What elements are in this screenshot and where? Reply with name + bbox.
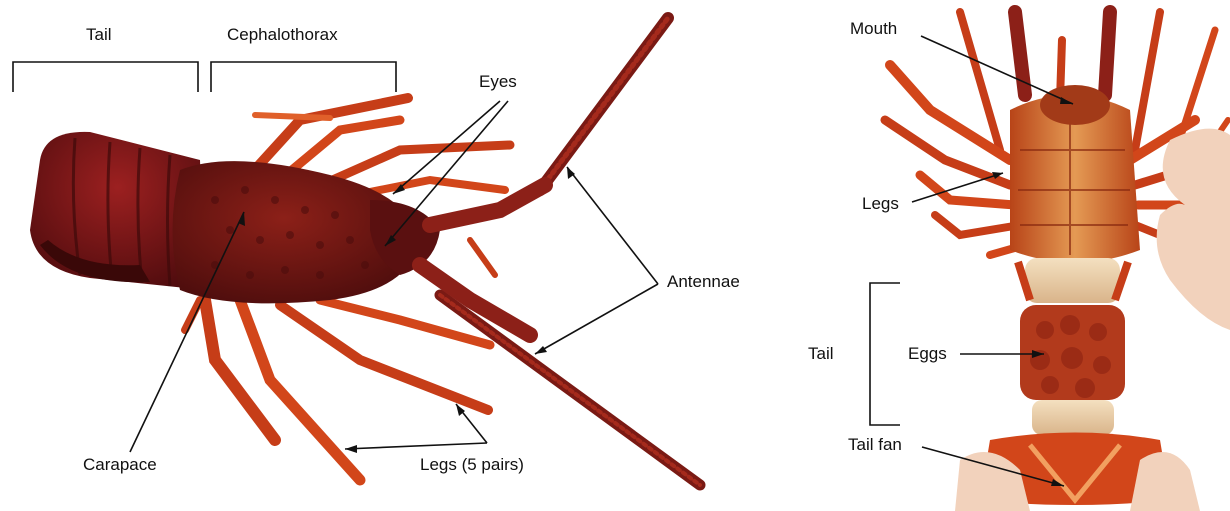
label-eggs: Eggs bbox=[908, 344, 947, 364]
label-tail-fan: Tail fan bbox=[848, 435, 902, 455]
tail-right-bracket bbox=[870, 283, 900, 425]
label-eyes: Eyes bbox=[479, 72, 517, 92]
cephalothorax-bracket bbox=[211, 62, 396, 92]
label-mouth: Mouth bbox=[850, 19, 897, 39]
lobster-top-view bbox=[30, 18, 700, 485]
antennae-pointer-2 bbox=[535, 284, 658, 354]
label-tail: Tail bbox=[86, 25, 112, 45]
label-cephalothorax: Cephalothorax bbox=[227, 25, 338, 45]
mouth-pointer bbox=[921, 36, 1073, 104]
label-carapace: Carapace bbox=[83, 455, 157, 475]
tail-bracket bbox=[13, 62, 198, 92]
lobster-underside-view bbox=[885, 12, 1230, 511]
legs-pointer-2 bbox=[345, 443, 487, 449]
label-legs-5-pairs: Legs (5 pairs) bbox=[420, 455, 524, 475]
label-antennae: Antennae bbox=[667, 272, 740, 292]
label-tail-right: Tail bbox=[808, 344, 834, 364]
label-legs: Legs bbox=[862, 194, 899, 214]
antennae-pointer-1 bbox=[567, 167, 658, 284]
